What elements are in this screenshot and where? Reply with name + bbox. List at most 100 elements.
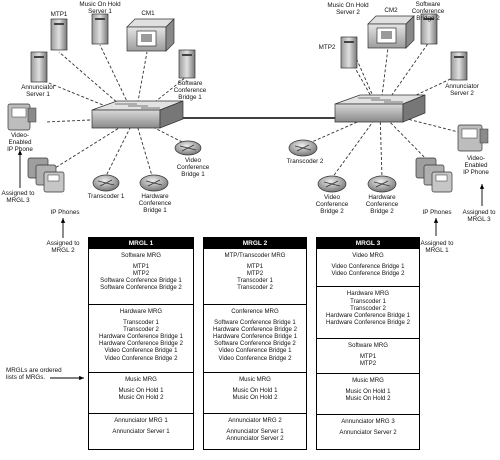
mrgl-3-title: MRGL 3	[317, 238, 419, 249]
mrgl-1-mrg-1: Software MRG MTP1 MTP2 Software Conferen…	[89, 249, 193, 305]
mrg-name: MTP/Transcoder MRG	[224, 252, 286, 259]
mrg-name: Annunciator MRG 2	[228, 417, 282, 424]
mrg-name: Conference MRG	[231, 308, 279, 315]
right-mtp-server-icon	[340, 36, 358, 69]
mrg-name: Music MRG	[125, 376, 157, 383]
right-transcoder-label: Transcoder 2	[286, 158, 324, 165]
left-ip-phones-label: IP Phones	[50, 209, 80, 216]
mrg-resource: Transcoder 2	[123, 326, 159, 334]
mrg-resource: Hardware Conference Bridge 1	[325, 312, 410, 320]
mrg-name: Music MRG	[239, 376, 271, 383]
mrgl-2-mrg-1: MTP/Transcoder MRG MTP1 MTP2 Transcoder …	[204, 249, 306, 305]
mrgl-3-mrg-4: Music MRG Music On Hold 1 Music On Hold …	[317, 374, 419, 415]
mrg-name: Annunciator MRG 1	[114, 417, 168, 424]
mrg-name: Software MRG	[121, 252, 161, 259]
right-cm-icon	[367, 15, 415, 49]
right-vcb-icon	[317, 175, 347, 193]
mrg-resource: MTP1	[132, 263, 150, 271]
mrg-name: Annunciator MRG 3	[341, 418, 395, 425]
right-transcoder-icon	[288, 139, 318, 157]
mrgl-2-mrg-4: Annunciator MRG 2 Annunciator Server 1 A…	[204, 414, 306, 448]
right-ip-phones-label: IP Phones	[422, 209, 452, 216]
left-hcb-icon	[139, 174, 169, 192]
mrgl-2-box: MRGL 2 MTP/Transcoder MRG MTP1 MTP2 Tran…	[203, 237, 307, 450]
mrg-resource: Transcoder 2	[350, 305, 386, 313]
mrg-resource: MTP1	[246, 263, 264, 271]
mrgl-2-title: MRGL 2	[204, 238, 306, 249]
mrgl-3-mrg-5: Annunciator MRG 3 Annunciator Server 2	[317, 415, 419, 448]
right-video-phone-icon	[457, 124, 489, 152]
left-vcb-icon	[174, 140, 202, 156]
mrg-resource: Hardware Conference Bridge 2	[325, 319, 410, 327]
mrgl-2-mrg-3: Music MRG Music On Hold 1 Music On Hold …	[204, 373, 306, 414]
mrg-name: Software MRG	[348, 342, 388, 349]
left-switch-icon	[91, 100, 184, 129]
mrgl-1-title: MRGL 1	[89, 238, 193, 249]
mrg-resource: Annunciator Server 2	[226, 435, 284, 443]
mrg-resource: Music On Hold 1	[232, 387, 278, 395]
mrg-resource: Hardware Conference Bridge 2	[212, 326, 297, 334]
mrgl-3-mrg-3: Software MRG MTP1 MTP2	[317, 339, 419, 374]
mrg-resource: Annunciator Server 1	[226, 428, 284, 436]
right-scb-server-icon	[420, 13, 438, 45]
mrg-resource: Transcoder 1	[350, 298, 386, 306]
right-switch-icon	[334, 94, 426, 123]
mrg-resource: MTP1	[359, 353, 377, 361]
left-mtp-server-icon	[50, 18, 68, 51]
mrg-name: Video MRG	[352, 252, 384, 259]
mrgl-1-mrg-4: Annunciator MRG 1 Annunciator Server 1	[89, 414, 193, 448]
left-transcoder-label: Transcoder 1	[87, 193, 125, 200]
mrg-resource: MTP2	[246, 270, 264, 278]
mrg-resource: Software Conference Bridge 2	[214, 340, 296, 348]
mrgl-3-box: MRGL 3 Video MRG Video Conference Bridge…	[316, 237, 420, 450]
left-transcoder-icon	[92, 174, 120, 192]
mrg-name: Music MRG	[352, 377, 384, 384]
mrg-resource: Music On Hold 1	[118, 387, 164, 395]
mrg-resource: Video Conference Bridge 2	[218, 354, 292, 362]
left-mtp-label: MTP1	[50, 11, 68, 18]
mrg-resource: Transcoder 1	[237, 277, 273, 285]
mrg-resource: Music On Hold 2	[345, 395, 391, 403]
right-hcb-icon	[367, 175, 397, 193]
right-annunciator-server-icon	[450, 51, 468, 81]
mrg-resource: Hardware Conference Bridge 1	[98, 333, 183, 341]
left-cm-label: CM1	[141, 10, 155, 17]
mrg-resource: Video Conference Bridge 2	[104, 354, 178, 362]
mrgl-1-mrg-2: Hardware MRG Transcoder 1 Transcoder 2 H…	[89, 305, 193, 373]
left-annunciator-server-icon	[30, 51, 48, 83]
left-moh-server-icon	[91, 13, 109, 45]
mrgl-3-mrg-1: Video MRG Video Conference Bridge 1 Vide…	[317, 249, 419, 287]
mrg-resource: MTP2	[359, 360, 377, 368]
mrg-resource: Annunciator Server 2	[339, 429, 397, 437]
mrg-resource: Hardware Conference Bridge 1	[212, 333, 297, 341]
mrg-resource: Video Conference Bridge 1	[218, 347, 292, 355]
mrg-resource: Software Conference Bridge 2	[100, 284, 182, 292]
mrg-resource: Video Conference Bridge 2	[331, 270, 405, 278]
mrg-resource: MTP2	[132, 270, 150, 278]
right-ip-phones-icon	[415, 157, 453, 193]
left-scb-server-icon	[178, 49, 196, 79]
mrgl-1-box: MRGL 1 Software MRG MTP1 MTP2 Software C…	[88, 237, 194, 450]
right-cm-label: CM2	[384, 7, 398, 14]
left-cm-icon	[126, 18, 175, 52]
mrg-resource: Video Conference Bridge 1	[104, 347, 178, 355]
mrg-resource: Annunciator Server 1	[112, 428, 170, 436]
mrg-resource: Music On Hold 1	[345, 388, 391, 396]
mrg-resource: Hardware Conference Bridge 2	[98, 340, 183, 348]
left-video-phone-icon	[7, 103, 37, 131]
